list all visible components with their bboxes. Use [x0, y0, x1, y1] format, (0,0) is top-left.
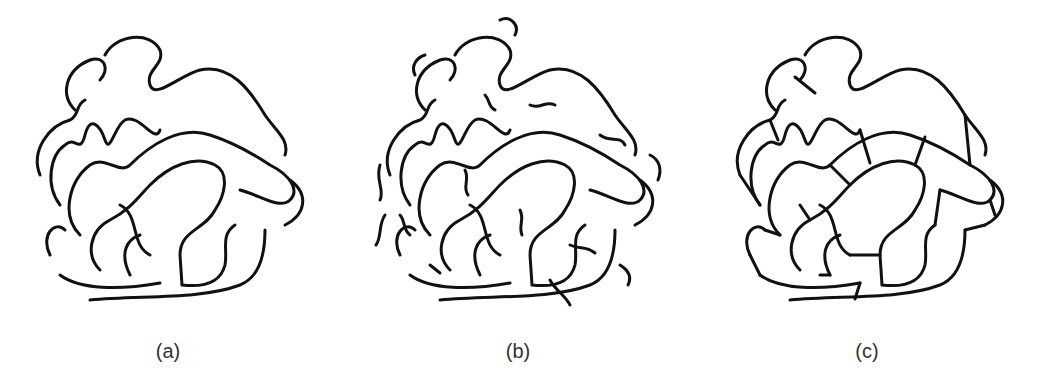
branched-chains	[376, 19, 660, 305]
linear-chains	[37, 37, 302, 300]
panel-label: (a)	[156, 340, 180, 363]
panel-label: (c)	[855, 340, 878, 363]
crosslinked-chains	[737, 37, 1002, 300]
panel-label: (b)	[506, 340, 530, 363]
